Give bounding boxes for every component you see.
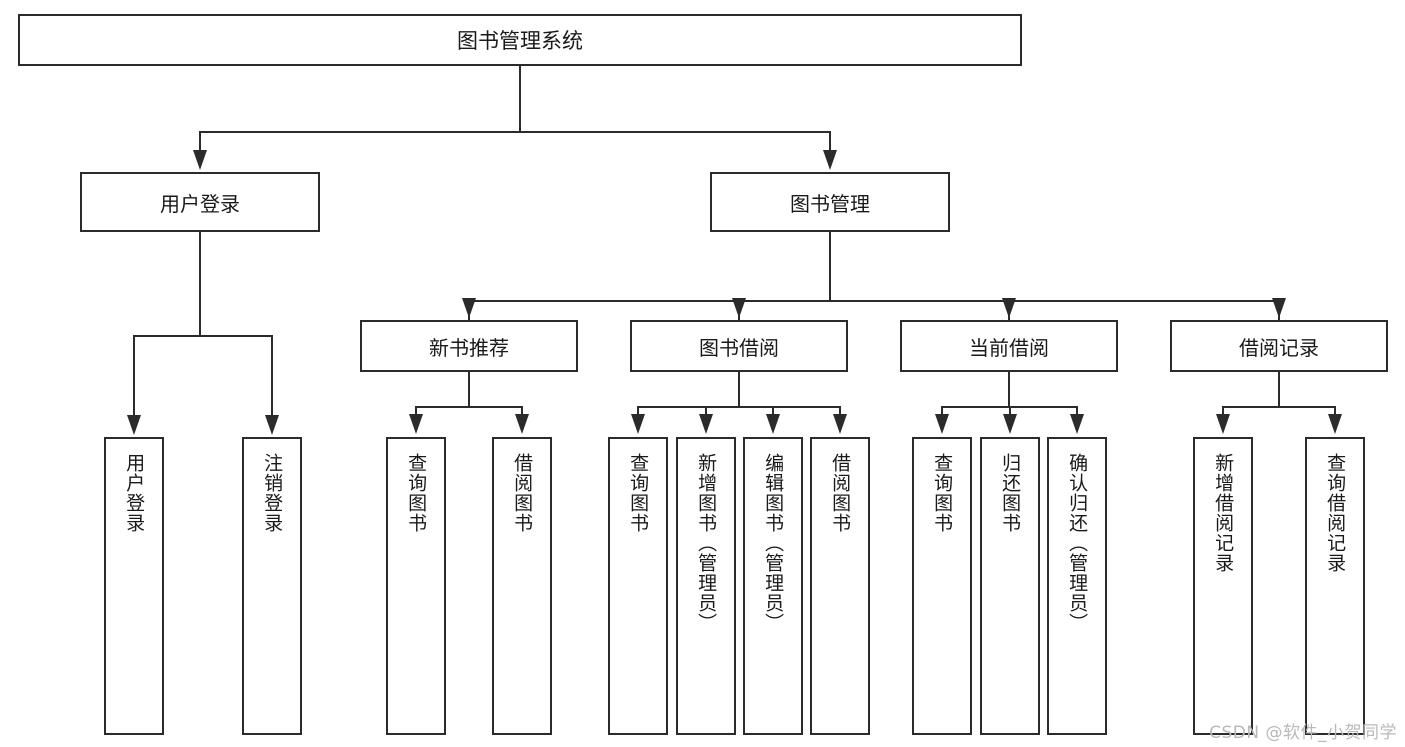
node-leaf-edit-book[interactable]: 编辑图书（管理员） <box>743 437 803 735</box>
node-new-book-recommend[interactable]: 新书推荐 <box>360 320 578 372</box>
edge-user-login-stem <box>199 232 201 336</box>
node-book-management[interactable]: 图书管理 <box>710 172 950 232</box>
node-label: 借阅图书 <box>829 453 852 533</box>
arrowhead-leaf-add-book <box>699 414 713 434</box>
arrowhead-leaf-return-book <box>1003 414 1017 434</box>
edge-book-borrow-stem <box>738 372 740 408</box>
watermark: CSDN @软件_小贺同学 <box>1209 723 1397 743</box>
edge-cb-child-1 <box>941 406 943 420</box>
node-label: 图书管理 <box>790 191 870 216</box>
node-leaf-query-record[interactable]: 查询借阅记录 <box>1305 437 1365 735</box>
edge-level2-bus <box>199 131 831 133</box>
node-leaf-borrow-book-2[interactable]: 借阅图书 <box>810 437 870 735</box>
edge-bb-child-4 <box>839 406 841 420</box>
arrowhead-leaf-add-record <box>1216 414 1230 434</box>
node-label: 归还图书 <box>999 453 1022 533</box>
edge-new-book-recommend-stem <box>468 372 470 408</box>
edge-bb-child-1 <box>637 406 639 420</box>
node-book-management-system[interactable]: 图书管理系统 <box>18 14 1022 66</box>
node-leaf-add-record[interactable]: 新增借阅记录 <box>1193 437 1253 735</box>
node-user-login[interactable]: 用户登录 <box>80 172 320 232</box>
arrowhead-current-borrow <box>1002 298 1016 318</box>
node-leaf-borrow-book-1[interactable]: 借阅图书 <box>492 437 552 735</box>
edge-nbr-child-2 <box>521 406 523 420</box>
edge-current-borrow-stem <box>1008 372 1010 408</box>
arrowhead-leaf-borrow-book-1 <box>515 414 529 434</box>
arrowhead-leaf-query-book-3 <box>935 414 949 434</box>
edge-nbr-child-1 <box>415 406 417 420</box>
arrowhead-leaf-confirm-return <box>1070 414 1084 434</box>
node-book-borrow[interactable]: 图书借阅 <box>630 320 848 372</box>
edge-borrow-record-bus <box>1222 406 1336 408</box>
edge-root-stem <box>519 66 521 132</box>
edge-cb-child-3 <box>1076 406 1078 420</box>
edge-cb-child-2 <box>1009 406 1011 420</box>
arrowhead-book-borrow <box>732 298 746 318</box>
edge-level3-bus <box>468 300 1280 302</box>
arrowhead-borrow-record <box>1272 298 1286 318</box>
node-leaf-return-book[interactable]: 归还图书 <box>980 437 1040 735</box>
edge-br-child-2 <box>1334 406 1336 420</box>
arrowhead-leaf-query-book-1 <box>409 414 423 434</box>
node-borrow-record[interactable]: 借阅记录 <box>1170 320 1388 372</box>
arrowhead-user-login <box>193 150 207 170</box>
node-label: 注销登录 <box>261 453 284 533</box>
node-leaf-confirm-return[interactable]: 确认归还（管理员） <box>1047 437 1107 735</box>
node-leaf-query-book-3[interactable]: 查询图书 <box>912 437 972 735</box>
node-label: 查询借阅记录 <box>1324 453 1347 573</box>
node-leaf-logout-login[interactable]: 注销登录 <box>242 437 302 735</box>
node-leaf-query-book-2[interactable]: 查询图书 <box>608 437 668 735</box>
node-label: 借阅记录 <box>1239 335 1319 360</box>
node-label: 新增图书（管理员） <box>695 453 718 633</box>
edge-user-login-child-2 <box>271 335 273 419</box>
node-leaf-add-book[interactable]: 新增图书（管理员） <box>676 437 736 735</box>
node-label: 新增借阅记录 <box>1212 453 1235 573</box>
node-label: 查询图书 <box>405 453 428 533</box>
node-label: 确认归还（管理员） <box>1066 453 1089 633</box>
edge-bb-child-2 <box>705 406 707 420</box>
edge-new-book-recommend-bus <box>415 406 523 408</box>
arrowhead-leaf-logout-login <box>265 415 279 435</box>
edge-book-borrow-bus <box>637 406 841 408</box>
edge-borrow-record-stem <box>1278 372 1280 408</box>
node-label: 当前借阅 <box>969 335 1049 360</box>
node-leaf-query-book-1[interactable]: 查询图书 <box>386 437 446 735</box>
edge-user-login-bus <box>133 335 273 337</box>
arrowhead-leaf-query-book-2 <box>631 414 645 434</box>
node-label: 借阅图书 <box>511 453 534 533</box>
edge-to-book-management <box>829 131 831 153</box>
edge-bb-child-3 <box>772 406 774 420</box>
edge-br-child-1 <box>1222 406 1224 420</box>
arrowhead-new-book-recommend <box>462 298 476 318</box>
node-current-borrow[interactable]: 当前借阅 <box>900 320 1118 372</box>
node-label: 新书推荐 <box>429 335 509 360</box>
arrowhead-book-management <box>823 150 837 170</box>
arrowhead-leaf-borrow-book-2 <box>833 414 847 434</box>
node-label: 用户登录 <box>123 453 146 533</box>
node-label: 查询图书 <box>931 453 954 533</box>
arrowhead-leaf-user-login <box>127 415 141 435</box>
node-label: 图书管理系统 <box>457 29 583 53</box>
node-label: 编辑图书（管理员） <box>762 453 785 633</box>
edge-user-login-child-1 <box>133 335 135 419</box>
node-leaf-user-login[interactable]: 用户登录 <box>104 437 164 735</box>
node-label: 图书借阅 <box>699 335 779 360</box>
arrowhead-leaf-edit-book <box>766 414 780 434</box>
node-label: 用户登录 <box>160 191 240 216</box>
node-label: 查询图书 <box>627 453 650 533</box>
edge-book-management-stem <box>829 232 831 302</box>
arrowhead-leaf-query-record <box>1328 414 1342 434</box>
edge-to-user-login <box>199 131 201 153</box>
